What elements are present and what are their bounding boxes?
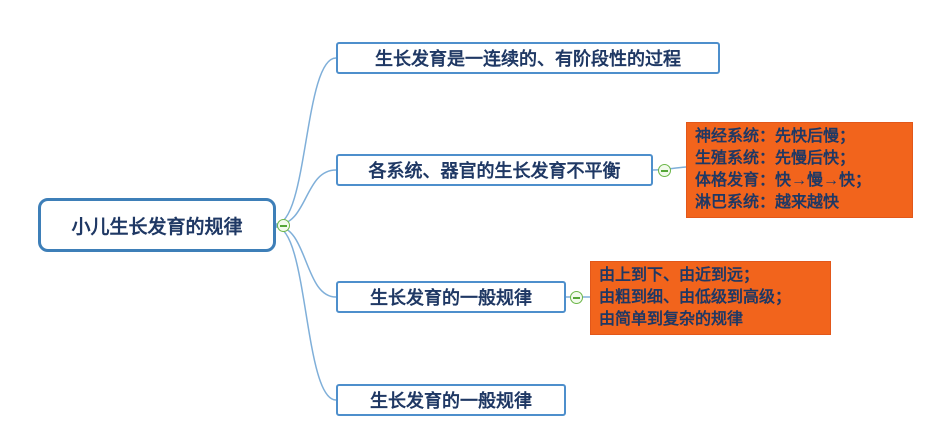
root-node[interactable]: 小儿生长发育的规律 xyxy=(38,198,276,252)
branch-node-label: 各系统、器官的生长发育不平衡 xyxy=(368,161,621,181)
branch-node-label: 生长发育的一般规律 xyxy=(370,288,532,308)
collapse-icon[interactable] xyxy=(658,164,671,177)
connector-root-to-branch1 xyxy=(275,57,337,225)
branch-node-label: 生长发育的一般规律 xyxy=(370,391,532,411)
detail-line: 由上到下、由近到远； xyxy=(599,267,760,284)
branch-node-continuous-process[interactable]: 生长发育是一连续的、有阶段性的过程 xyxy=(336,42,720,74)
detail-line: 体格发育：快→慢→快； xyxy=(695,172,872,189)
collapse-icon[interactable] xyxy=(277,219,290,232)
detail-line: 神经系统：先快后慢； xyxy=(695,128,856,145)
detail-node-general-rules[interactable]: 由上到下、由近到远； 由粗到细、由低级到高级； 由简单到复杂的规律 xyxy=(590,261,831,335)
detail-line: 生殖系统：先慢后快； xyxy=(695,150,856,167)
connector-root-to-branch2 xyxy=(275,169,337,226)
connector-root-to-branch3 xyxy=(275,225,337,298)
branch-node-unbalanced-systems[interactable]: 各系统、器官的生长发育不平衡 xyxy=(336,154,653,186)
root-node-label: 小儿生长发育的规律 xyxy=(71,216,243,238)
branch-node-general-rules[interactable]: 生长发育的一般规律 xyxy=(336,281,566,313)
branch-node-general-rules-2[interactable]: 生长发育的一般规律 xyxy=(336,384,566,416)
collapse-icon[interactable] xyxy=(570,291,583,304)
detail-line: 由简单到复杂的规律 xyxy=(599,311,744,328)
detail-line: 淋巴系统：越来越快 xyxy=(695,194,840,211)
detail-node-systems[interactable]: 神经系统：先快后慢； 生殖系统：先慢后快； 体格发育：快→慢→快； 淋巴系统：越… xyxy=(686,122,913,218)
branch-node-label: 生长发育是一连续的、有阶段性的过程 xyxy=(375,49,681,69)
connector-root-to-branch4 xyxy=(275,226,337,401)
detail-line: 由粗到细、由低级到高级； xyxy=(599,289,792,306)
